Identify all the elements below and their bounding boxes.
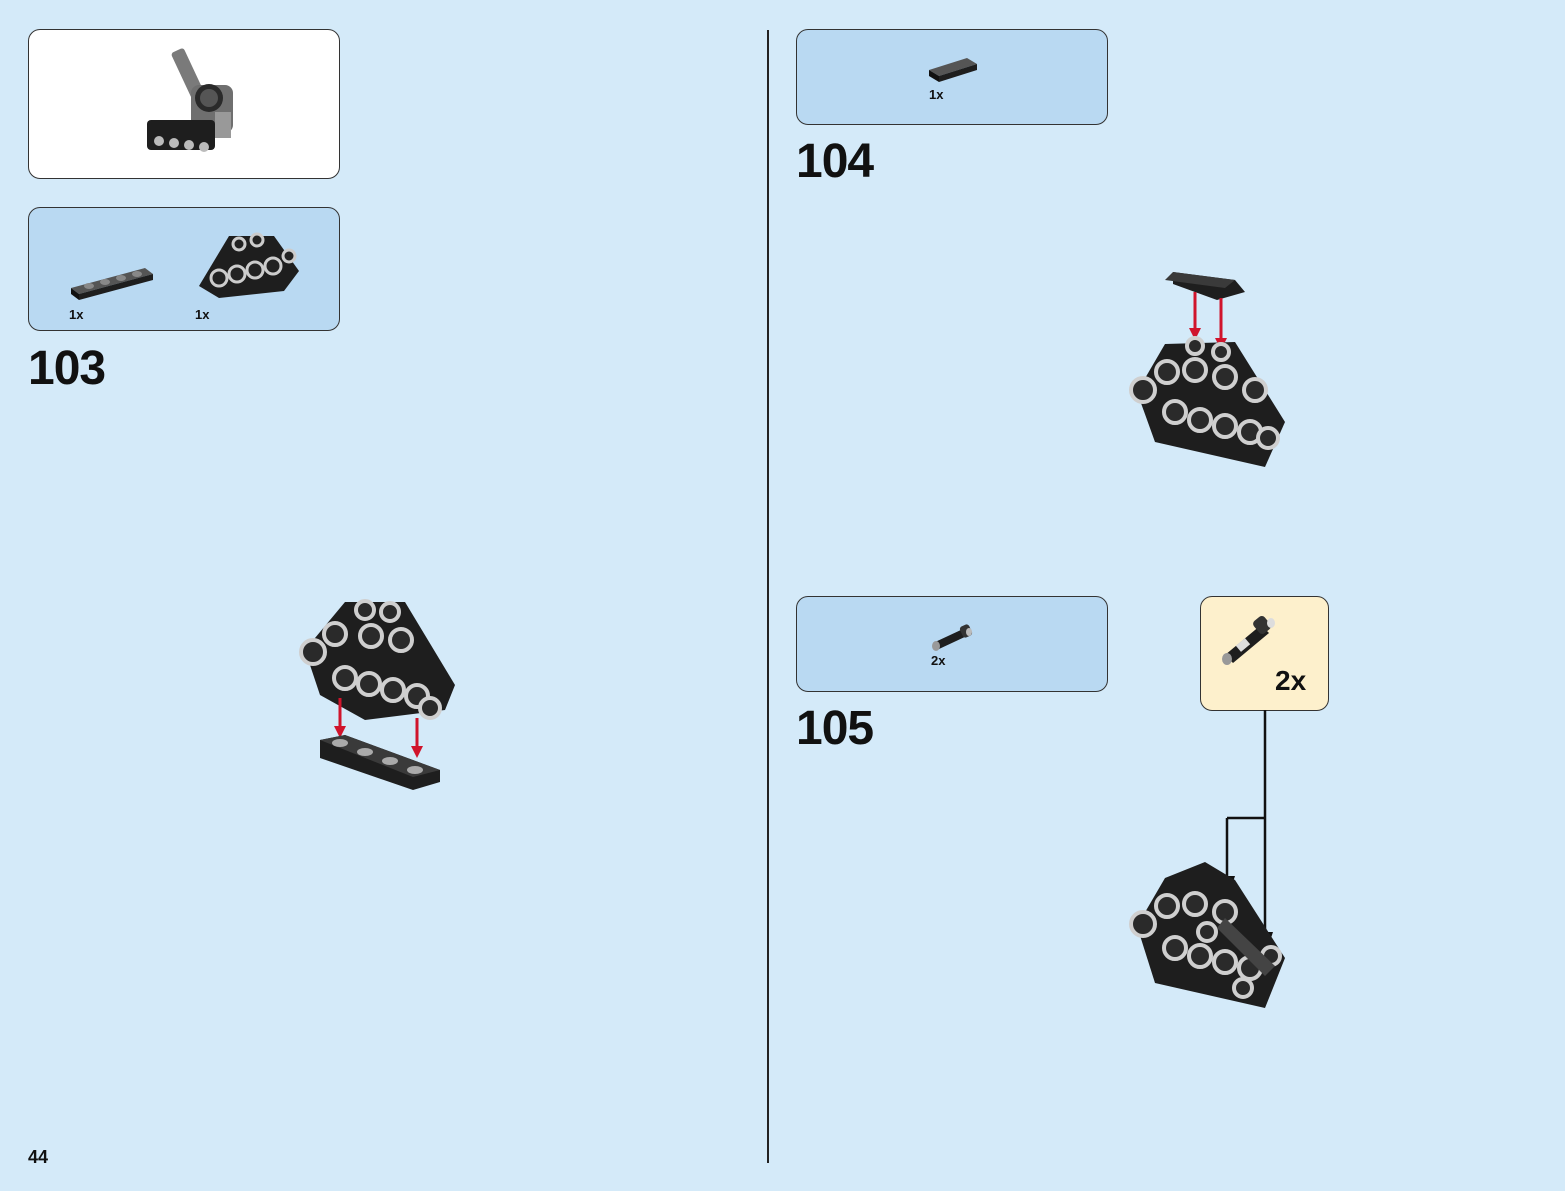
step-104-part-1-qty: 1x: [929, 88, 943, 101]
step-105-assembly-illustration: [1125, 858, 1305, 1018]
step-103-number: 103: [28, 345, 105, 393]
page-number: 44: [28, 1148, 48, 1166]
plate-1x4-icon: [67, 258, 167, 308]
step-105-number: 105: [796, 705, 873, 753]
page-divider: [767, 30, 769, 1163]
step-104-number: 104: [796, 138, 873, 186]
step-104-assembly-illustration: [1125, 262, 1305, 482]
previous-assembly-illustration: [29, 30, 341, 180]
step-103-part-2-qty: 1x: [195, 308, 209, 321]
step-105-parts-list: 2x: [796, 596, 1108, 692]
step-105-submodel-callout: 2x: [1200, 596, 1329, 711]
step-104-parts-list: 1x: [796, 29, 1108, 125]
step-103-parts-list: 1x 1x: [28, 207, 340, 331]
axle-pin-icon: [927, 621, 987, 656]
step-103-part-1-qty: 1x: [69, 308, 83, 321]
step-105-part-1-qty: 2x: [931, 654, 945, 667]
step-103-assembly-illustration: [295, 590, 475, 810]
wedge-brick-icon: [189, 216, 309, 306]
previous-assembly-callout: [28, 29, 340, 179]
step-105-submodel-qty: 2x: [1275, 667, 1306, 695]
tile-1x2-icon: [925, 52, 985, 87]
axle-pin-submodel-icon: [1215, 611, 1285, 671]
